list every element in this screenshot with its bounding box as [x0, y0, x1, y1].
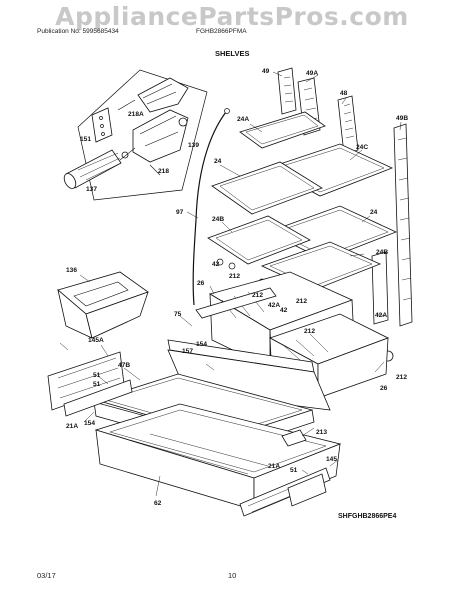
callout: 75: [174, 311, 182, 318]
callout: 51: [93, 381, 101, 388]
callout: 48: [340, 90, 348, 97]
callout: 42A: [375, 312, 387, 319]
callout: 212: [296, 298, 307, 305]
callout: 24A: [237, 116, 249, 123]
callout: 26: [197, 280, 205, 287]
dairy-bin: [57, 271, 149, 339]
callout: 157: [182, 348, 193, 355]
callout: 139: [188, 142, 199, 149]
callout: 151: [80, 136, 91, 143]
callout: 97: [176, 209, 184, 216]
shelf-rails: [277, 67, 413, 327]
callout: 218: [158, 168, 169, 175]
callout: 136: [66, 267, 77, 274]
callout: 137: [86, 186, 97, 193]
callout: 42: [212, 261, 220, 268]
callout: 24C: [356, 144, 368, 151]
section-title: SHELVES: [215, 49, 250, 58]
callout: 49A: [306, 70, 318, 77]
callout: 49: [262, 68, 270, 75]
callout: 212: [304, 328, 315, 335]
page-number: 10: [228, 571, 237, 580]
callout: 145: [326, 456, 337, 463]
callout: 213: [316, 429, 327, 436]
callout: 24B: [376, 249, 388, 256]
callout: 212: [229, 273, 240, 280]
wire-harness: [192, 111, 227, 306]
left-rail: [47, 351, 133, 417]
callout: 24: [214, 158, 222, 165]
callout: 21A: [268, 463, 280, 470]
callout: 51: [290, 467, 298, 474]
callout: 26: [380, 385, 388, 392]
callout: 212: [252, 292, 263, 299]
publication-number: Publication No: 5995685434: [37, 28, 119, 35]
callout: 21A: [66, 423, 78, 430]
right-rail: [239, 429, 331, 517]
diagram-code: SHFGHB2866PE4: [338, 513, 397, 520]
callout: 42: [280, 307, 288, 314]
callout: 154: [84, 420, 95, 427]
callout: 218A: [128, 111, 144, 118]
filter-inset: [63, 69, 208, 201]
callout: 47B: [118, 362, 130, 369]
callout: 24B: [212, 216, 224, 223]
callout: 212: [396, 374, 407, 381]
callout: 42A: [268, 302, 280, 309]
glass-shelves: [207, 111, 398, 291]
callout: 24: [370, 209, 378, 216]
callout: 154: [196, 341, 207, 348]
callout: 62: [154, 500, 162, 507]
model-number: FGHB2866PFMA: [196, 28, 247, 35]
callout-labels: 49 49A 48 49B 24A 24C 24 24 97 24B 24B 4…: [66, 68, 408, 507]
callout: 51: [93, 372, 101, 379]
callout: 49B: [396, 115, 408, 122]
callout: 145A: [88, 337, 104, 344]
footer-date: 03/17: [37, 571, 56, 580]
watermark: AppliancePartsPros.com: [55, 2, 409, 31]
crisper-drawers: [195, 271, 390, 399]
leader-lines: [59, 71, 402, 497]
